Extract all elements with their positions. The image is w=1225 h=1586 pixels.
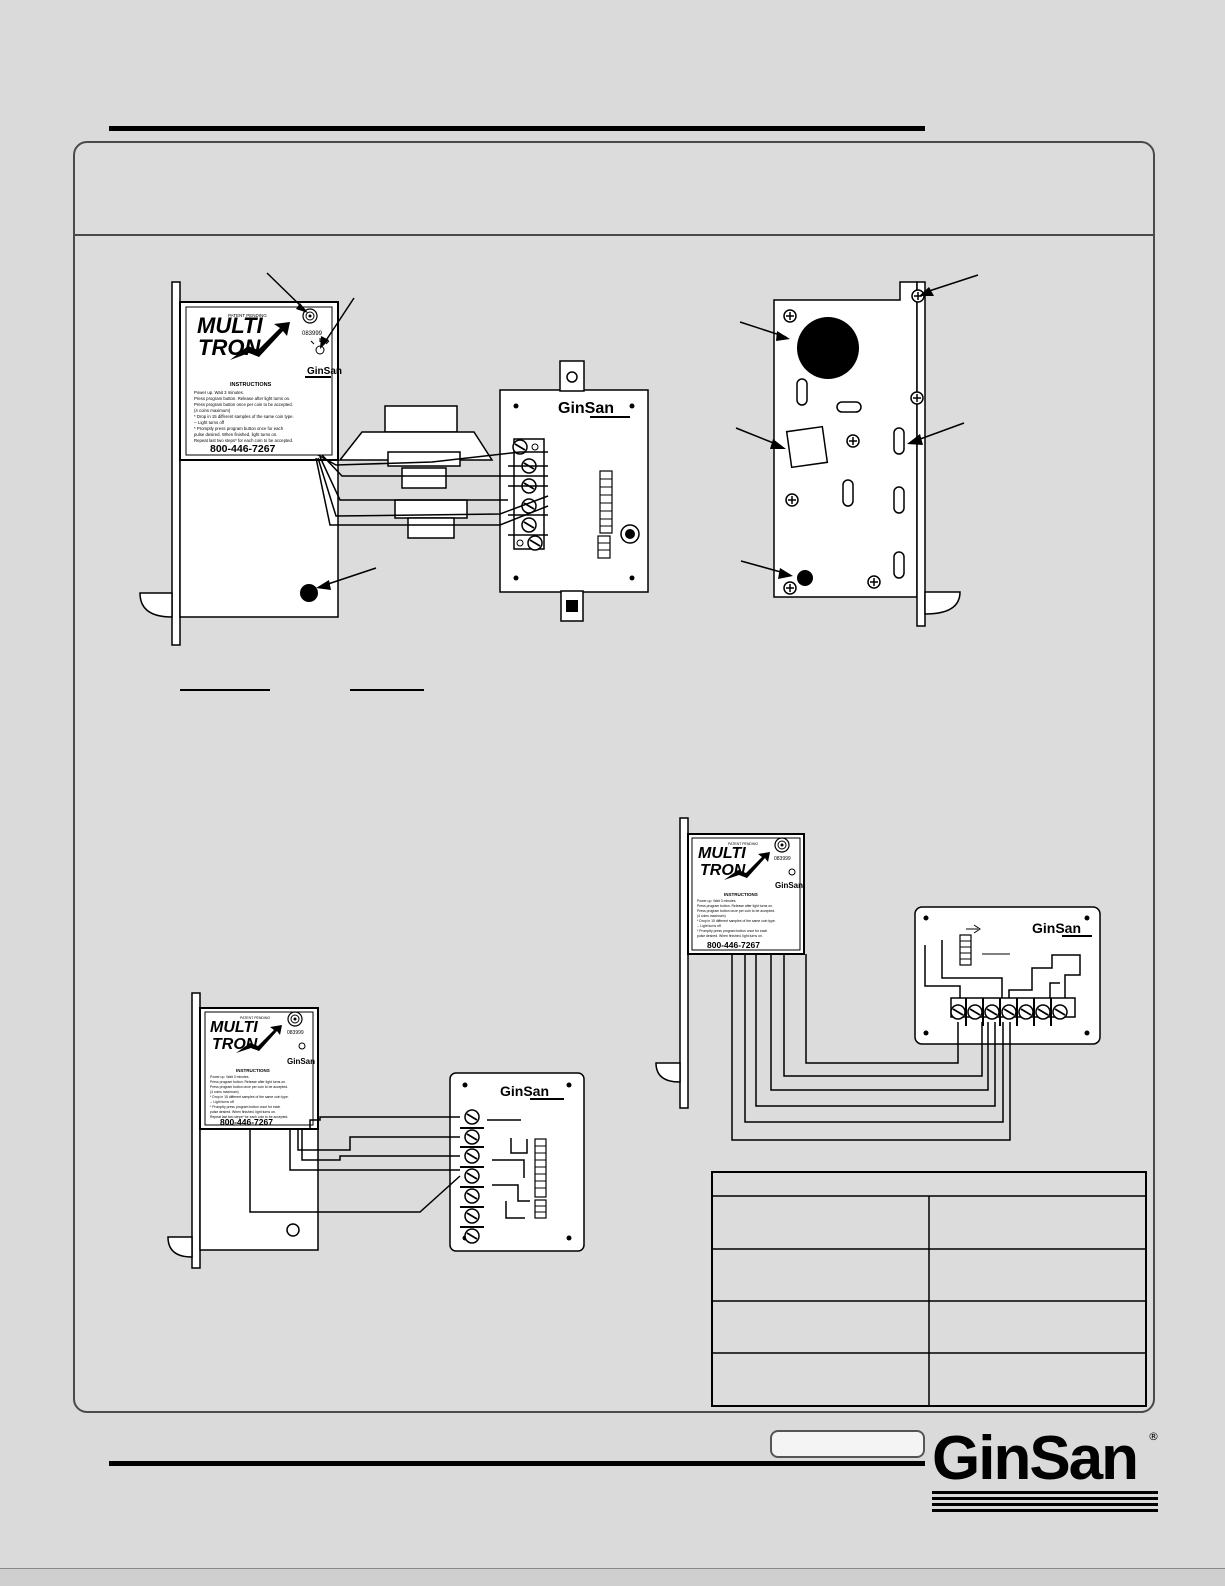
svg-text:-- Light turns off: -- Light turns off [697,924,721,928]
svg-text:Press program button. Release: Press program button. Release after ligh… [194,396,290,401]
svg-text:MULTI: MULTI [698,845,746,862]
svg-text:* Drop in 15 different samples: * Drop in 15 different samples of the sa… [697,919,776,923]
phone-number: 800-446-7267 [210,443,276,455]
svg-text:Press program button once per: Press program button once per coin to be… [194,402,293,407]
figure-top-right [735,274,979,627]
patent-text: PATENT PENDING [228,313,267,318]
svg-text:* Drop in 15 different samples: * Drop in 15 different samples of the sa… [210,1095,289,1099]
svg-text:INSTRUCTIONS: INSTRUCTIONS [236,1068,270,1073]
svg-text:* Drop in 15 different samples: * Drop in 15 different samples of the sa… [194,414,294,419]
board-1-logo: GinSan [558,400,614,417]
indicator-light-icon [315,345,325,355]
svg-text:Press program button. Release: Press program button. Release after ligh… [210,1080,286,1084]
product-name-line2: TRON [198,335,261,360]
specification-table [711,1171,1147,1407]
svg-text:-- Light turns off: -- Light turns off [210,1100,234,1104]
figure-top-left: PATENT PENDING MULTI TRON 083999 GinSan … [139,272,649,646]
speaker-hole-icon [797,317,859,379]
svg-text:Power up. Wait 3 minutes.: Power up. Wait 3 minutes. [194,390,244,395]
instructions-title: INSTRUCTIONS [230,382,272,388]
svg-text:083999: 083999 [287,1030,304,1036]
svg-text:pulse desired. When finished,: pulse desired. When finished, light turn… [194,432,277,437]
svg-text:GinSan: GinSan [287,1057,315,1066]
svg-text:800-446-7267: 800-446-7267 [220,1117,273,1127]
figure-bottom-right: PATENT PENDING MULTI TRON 083999 GinSan … [655,817,1147,1407]
svg-text:(4 coins maximum): (4 coins maximum) [697,914,726,918]
logo-stripes [932,1491,1158,1515]
multitron-label [179,301,339,461]
svg-text:Press program button once per: Press program button once per coin to be… [210,1085,288,1089]
svg-text:Press program button. Release: Press program button. Release after ligh… [697,904,773,908]
heading-underline-2 [350,689,424,691]
svg-text:pulse desired. When finished,: pulse desired. When finished, light turn… [210,1110,276,1114]
svg-text:-- Light turns off: -- Light turns off [194,420,225,425]
svg-text:(4 coins maximum): (4 coins maximum) [210,1090,239,1094]
svg-text:(4 coins maximum): (4 coins maximum) [194,408,231,413]
registered-mark: ® [1148,1430,1159,1443]
page-label-box [770,1430,925,1458]
svg-text:MULTI: MULTI [210,1019,258,1036]
ginsan-logo: GinSan [932,1424,1139,1493]
svg-text:083999: 083999 [774,856,791,862]
svg-text:GinSan: GinSan [775,881,803,890]
svg-text:PATENT PENDING: PATENT PENDING [240,1016,270,1020]
svg-text:PATENT PENDING: PATENT PENDING [728,842,758,846]
board-2-logo: GinSan [500,1083,549,1099]
product-name-line1: MULTI [197,313,263,338]
svg-text:Power up. Wait 3 minutes.: Power up. Wait 3 minutes. [210,1075,250,1079]
svg-text:pulse desired. When finished,: pulse desired. When finished, light turn… [697,934,763,938]
page-footer-strip [0,1568,1225,1586]
dip-switch-1 [599,470,613,534]
phillips-screw-icon [783,309,797,323]
board-3-logo: GinSan [1032,920,1081,936]
bottom-rule [109,1461,925,1466]
top-rule [109,126,925,131]
brand-small: GinSan [307,366,342,377]
svg-text:Repeat last two steps* for eac: Repeat last two steps* for each coin to … [194,438,293,443]
svg-text:Repeat last two steps* for eac: Repeat last two steps* for each coin to … [210,1115,288,1119]
figure-bottom-left: PATENT PENDING MULTI TRON 083999 GinSan … [167,992,585,1269]
svg-text:INSTRUCTIONS: INSTRUCTIONS [724,892,758,897]
mount-hole-icon [300,584,318,602]
panel-header [75,143,1153,236]
heading-underline-1 [180,689,270,691]
svg-text:* Promptly press program butto: * Promptly press program button once for… [194,426,284,431]
svg-text:Press program button once per: Press program button once per coin to be… [697,909,775,913]
svg-text:800-446-7267: 800-446-7267 [707,940,760,950]
svg-text:* Promptly press program butto: * Promptly press program button once for… [697,929,767,933]
serial-text: 083999 [302,331,323,337]
svg-text:* Promptly press program butto: * Promptly press program button once for… [210,1105,280,1109]
svg-text:Power up. Wait 3 minutes.: Power up. Wait 3 minutes. [697,899,737,903]
